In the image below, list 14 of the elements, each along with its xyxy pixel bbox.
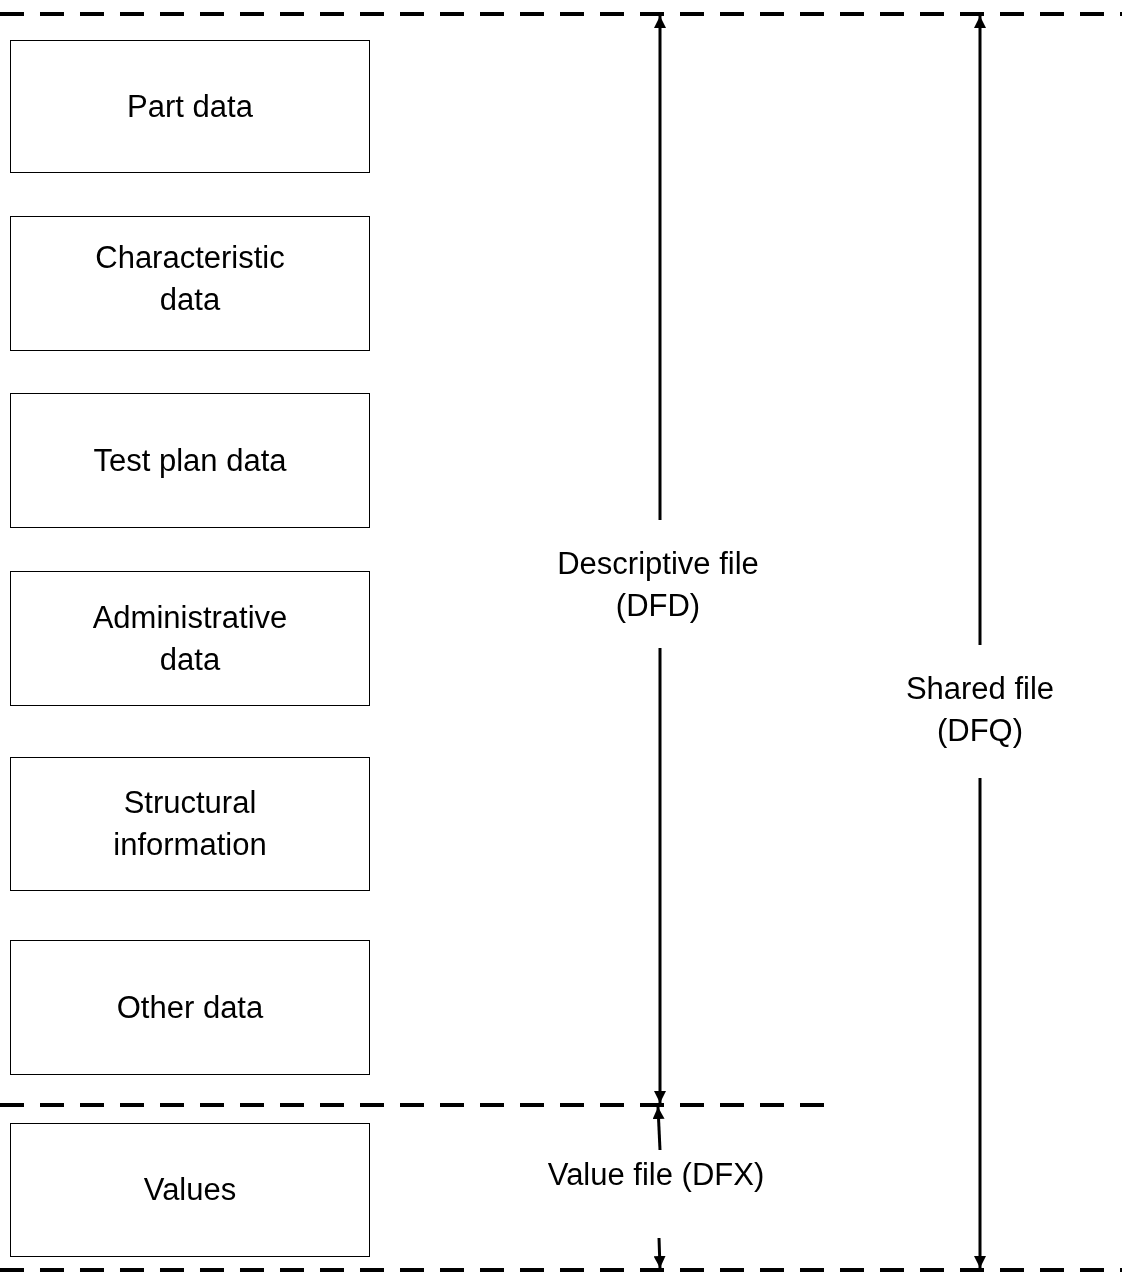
box-label: Other data — [115, 988, 265, 1027]
data-box — [10, 940, 370, 1075]
data-box — [10, 216, 370, 351]
data-box — [10, 571, 370, 706]
box-label: Part data — [126, 87, 254, 126]
box-label: Values — [142, 1171, 238, 1209]
data-box — [10, 40, 370, 173]
data-box — [10, 1123, 370, 1257]
data-box — [10, 393, 370, 528]
box-label: Test plan data — [92, 441, 288, 480]
box-label: Administrative data — [91, 598, 289, 679]
data-box — [10, 757, 370, 891]
box-label: Structural information — [112, 784, 268, 864]
box-label: Characteristic data — [94, 239, 286, 319]
